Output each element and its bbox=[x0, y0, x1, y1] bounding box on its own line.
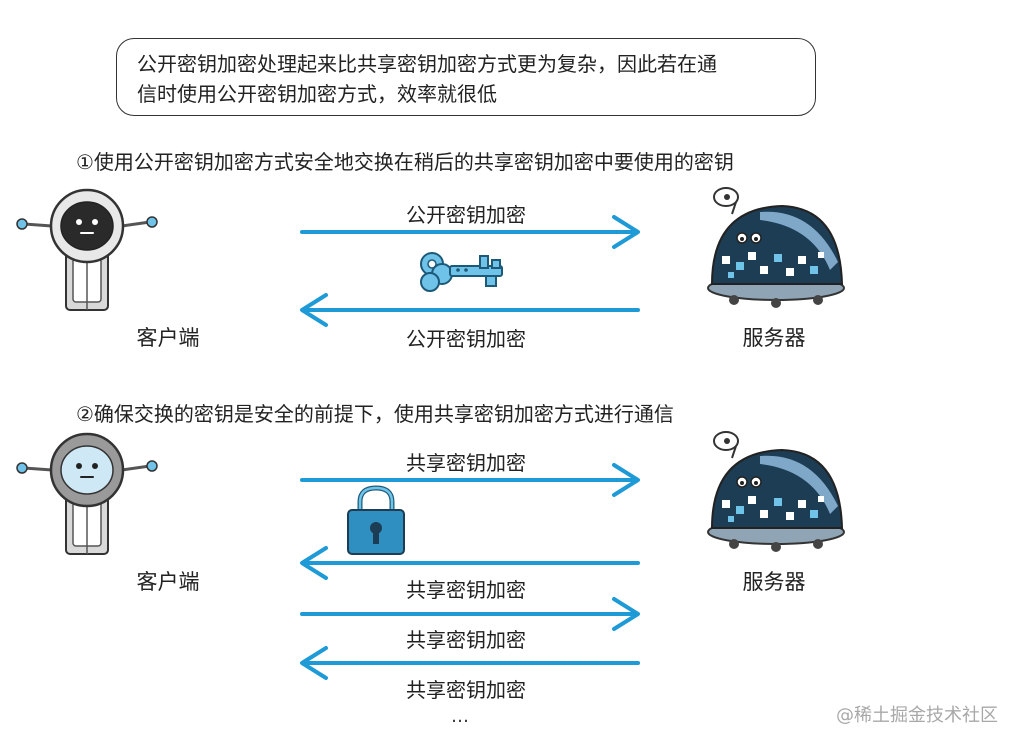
note-line-1: 公开密钥加密处理起来比共享密钥加密方式更为复杂，因此若在通 bbox=[137, 52, 717, 76]
step1-arrow-label-to-server: 公开密钥加密 bbox=[406, 203, 526, 227]
step1-server-label: 服务器 bbox=[742, 326, 806, 350]
key-icon bbox=[420, 252, 503, 292]
step2-message-4-label: 共享密钥加密 bbox=[406, 678, 526, 702]
step1-server-robot-icon bbox=[707, 187, 845, 309]
step2-arrow-3-to-server bbox=[300, 597, 640, 631]
padlock-icon bbox=[347, 485, 405, 555]
step1-title: ①使用公开密钥加密方式安全地交换在稍后的共享密钥加密中要使用的密钥 bbox=[76, 150, 734, 174]
note-line-2: 信时使用公开密钥加密方式，效率就很低 bbox=[137, 82, 497, 106]
step2-arrow-2-to-client bbox=[300, 546, 640, 580]
step2-server-robot-icon bbox=[707, 431, 845, 553]
watermark: @稀土掘金技术社区 bbox=[836, 705, 998, 726]
step2-server-label: 服务器 bbox=[742, 570, 806, 594]
step1-arrow-to-server bbox=[300, 215, 640, 249]
step2-client-robot-icon bbox=[16, 432, 158, 555]
step2-client-label: 客户端 bbox=[136, 570, 200, 594]
step2-arrow-1-to-server bbox=[300, 463, 640, 497]
step2-message-3-label: 共享密钥加密 bbox=[406, 628, 526, 652]
step1-client-robot-icon bbox=[15, 188, 159, 312]
step2-title: ②确保交换的密钥是安全的前提下，使用共享密钥加密方式进行通信 bbox=[76, 402, 674, 426]
step1-arrow-label-to-client: 公开密钥加密 bbox=[406, 327, 526, 351]
more-messages-ellipsis: … bbox=[451, 706, 469, 727]
step2-message-1-label: 共享密钥加密 bbox=[406, 451, 526, 475]
note-callout: 公开密钥加密处理起来比共享密钥加密方式更为复杂，因此若在通 信时使用公开密钥加密… bbox=[116, 38, 816, 116]
step2-message-2-label: 共享密钥加密 bbox=[406, 578, 526, 602]
step1-arrow-to-client bbox=[300, 293, 640, 327]
step2-arrow-4-to-client bbox=[300, 646, 640, 680]
step1-client-label: 客户端 bbox=[136, 326, 200, 350]
